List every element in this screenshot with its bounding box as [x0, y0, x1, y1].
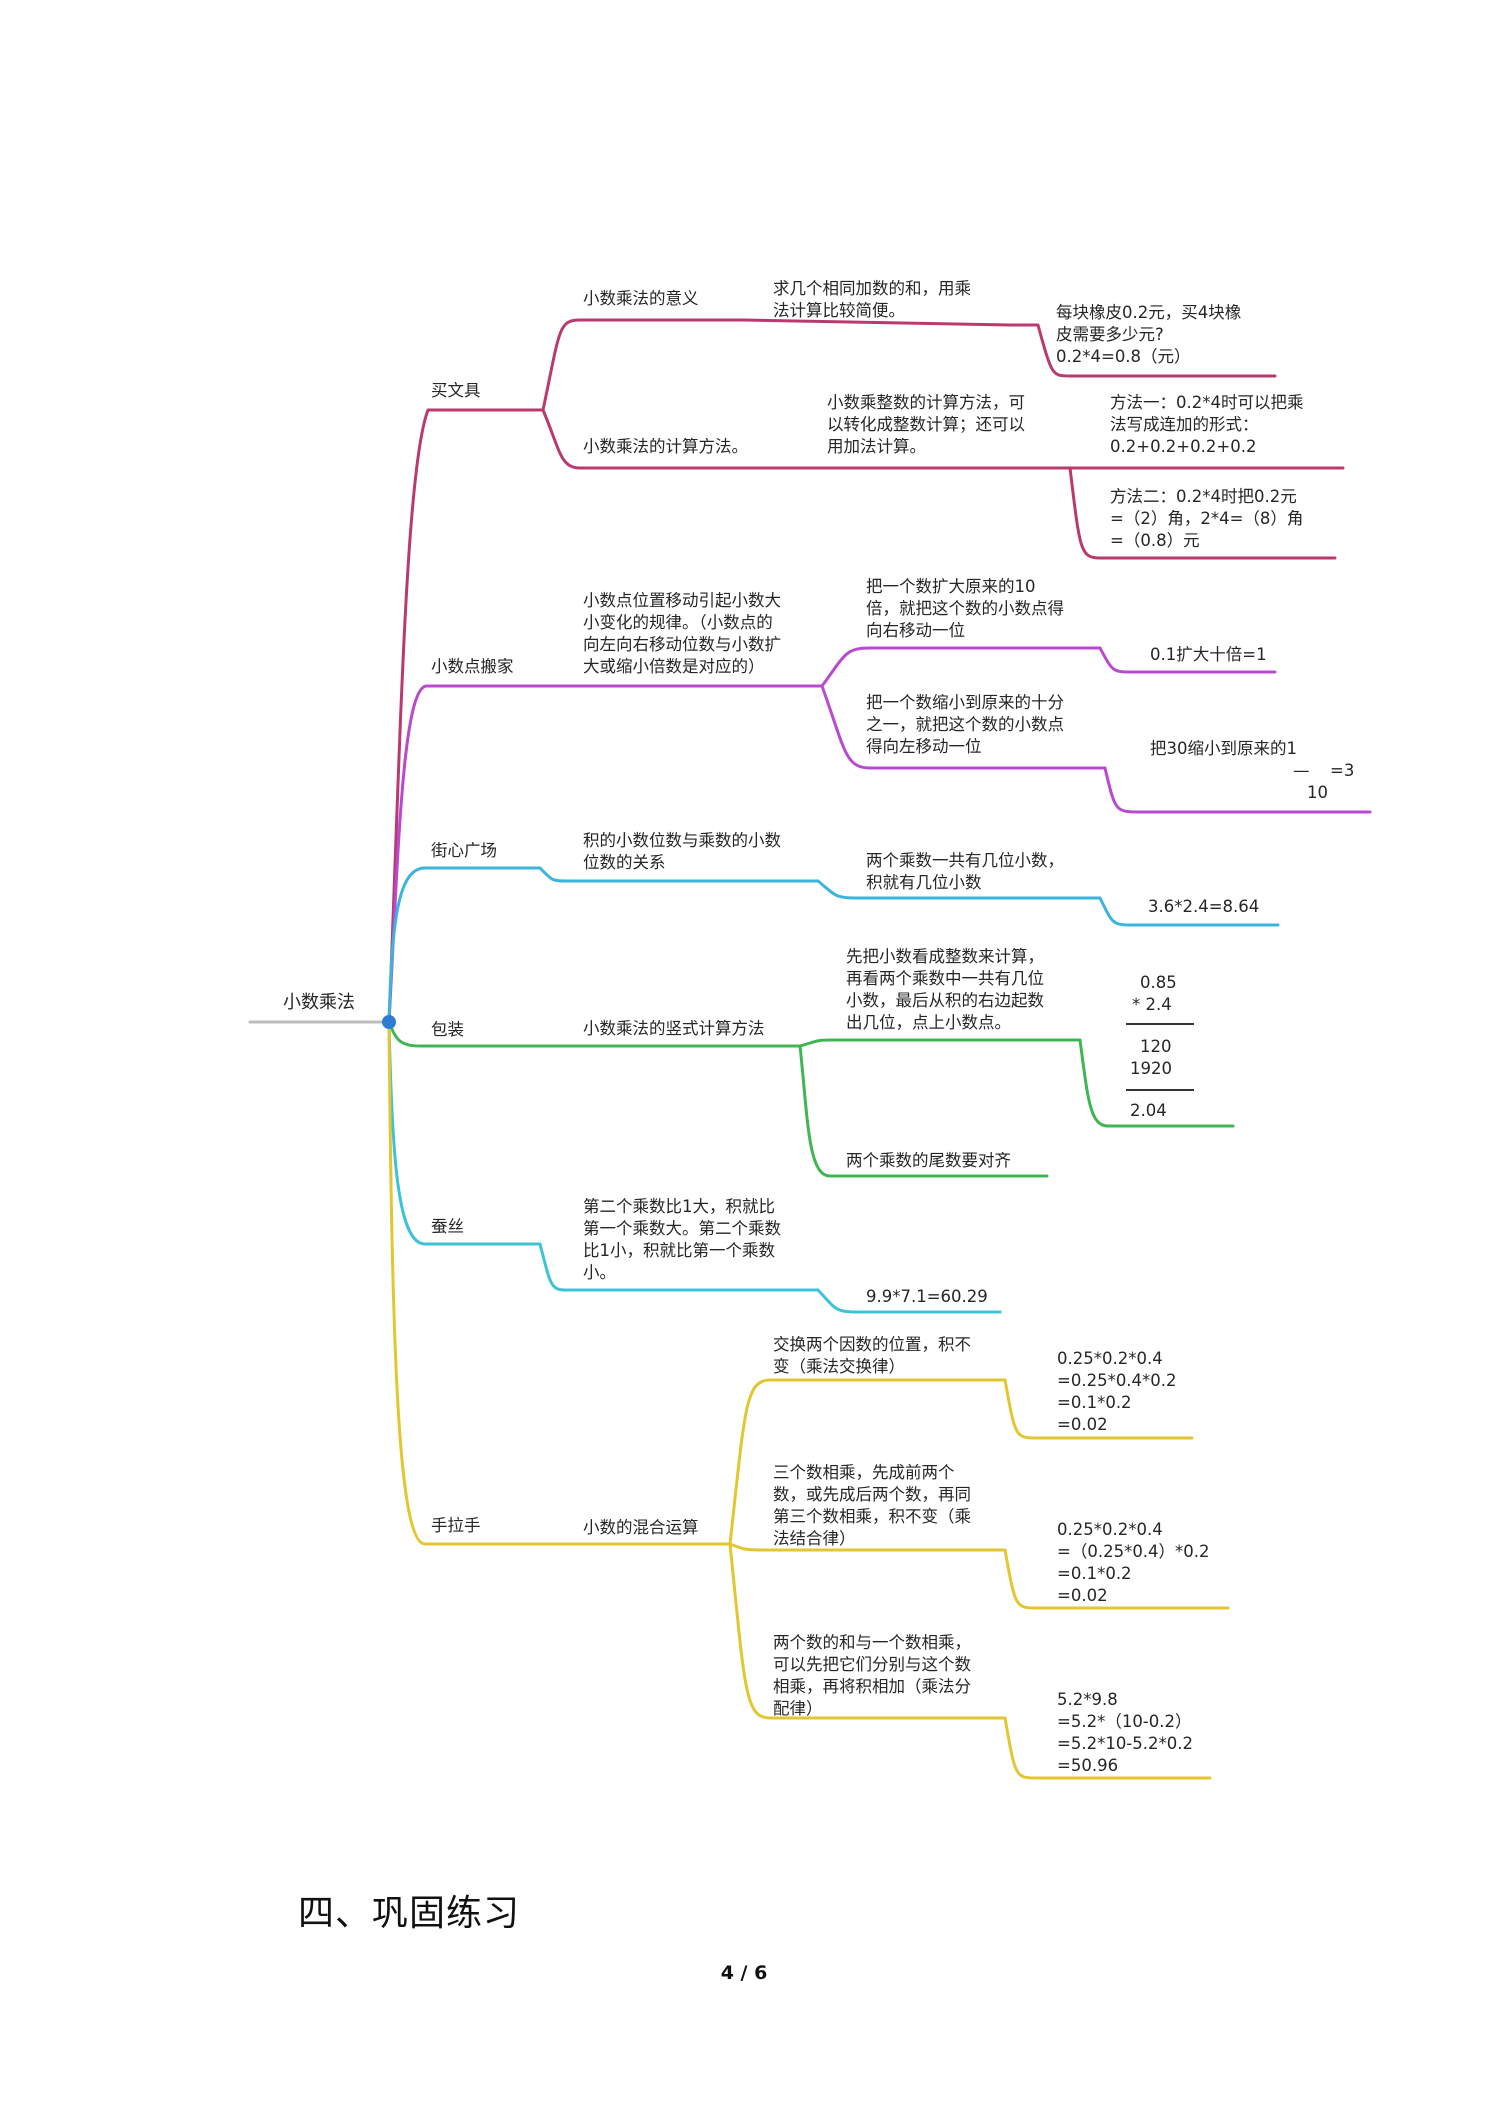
root-label: 小数乘法 [283, 992, 355, 1013]
b6-e3: 5.2*9.8 =5.2*（10-0.2） =5.2*10-5.2*0.2 =5… [1057, 1690, 1198, 1775]
page-number: 4 / 6 [720, 1962, 768, 1984]
b2-e1: 0.1扩大十倍=1 [1150, 645, 1267, 664]
b1-c2-label: 小数乘法的计算方法。 [583, 437, 748, 456]
b6-e1: 0.25*0.2*0.4 =0.25*0.4*0.2 =0.1*0.2 =0.0… [1057, 1349, 1182, 1434]
b1-c1-e1: 每块橡皮0.2元，买4块橡 皮需要多少元? 0.2*4=0.8（元） [1056, 303, 1247, 366]
b2-e2-denominator: 10 [1307, 783, 1328, 802]
b4-c1: 小数乘法的竖式计算方法 [583, 1019, 765, 1038]
b4-d2: 两个乘数的尾数要对齐 [846, 1151, 1011, 1170]
b1-c2-e2: 方法二：0.2*4时把0.2元 =（2）角，2*4=（8）角 =（0.8）元 [1110, 487, 1309, 550]
b4-e1-top: 0.85 [1140, 973, 1177, 992]
b2-e2-fraction-bar: — [1293, 761, 1310, 780]
b2-d1: 把一个数扩大原来的10 倍，就把这个数的小数点得 向右移动一位 [866, 577, 1069, 640]
b1-c1-label: 小数乘法的意义 [583, 289, 699, 308]
branch-2-label: 小数点搬家 [431, 657, 514, 676]
b2-e2-equals: =3 [1330, 761, 1354, 780]
branch-3-lines [387, 866, 1280, 1024]
b6-d1: 交换两个因数的位置，积不 变（乘法交换律） [773, 1335, 976, 1376]
branch-5-label: 蚕丝 [431, 1217, 464, 1236]
b1-c1-d1: 求几个相同加数的和，用乘 法计算比较简便。 [773, 279, 976, 320]
branch-1-lines [387, 318, 1345, 1024]
branch-1-label: 买文具 [431, 381, 481, 400]
b1-c2-d1: 小数乘整数的计算方法，可 以转化成整数计算；还可以 用加法计算。 [827, 393, 1030, 456]
b4-e1-p1: 120 [1140, 1037, 1172, 1056]
b1-c2-e1: 方法一：0.2*4时可以把乘 法写成连加的形式： 0.2+0.2+0.2+0.2 [1110, 393, 1309, 456]
b2-c1: 小数点位置移动引起小数大 小变化的规律。（小数点的 向左向右移动位数与小数扩 大… [583, 591, 786, 676]
branch-3-label: 街心广场 [431, 841, 497, 860]
b5-d1: 9.9*7.1=60.29 [866, 1287, 988, 1306]
b4-e1-result: 2.04 [1130, 1101, 1167, 1120]
b6-c1: 小数的混合运算 [583, 1518, 699, 1537]
root-junction-dot [382, 1015, 396, 1029]
branch-4-label: 包装 [431, 1020, 464, 1039]
b4-d1: 先把小数看成整数来计算， 再看两个乘数中一共有几位 小数，最后从积的右边起数 出… [846, 947, 1049, 1032]
section-title: 四、巩固练习 [298, 1893, 521, 1934]
branch-6-lines [387, 1020, 1230, 1780]
branch-4-lines [387, 1020, 1235, 1178]
b6-d2: 三个数相乘，先成前两个 数，或先成后两个数，再同 第三个数相乘，积不变（乘 法结… [773, 1463, 976, 1548]
branch-6-label: 手拉手 [431, 1516, 481, 1535]
b4-e1-p2: 1920 [1130, 1059, 1172, 1078]
b6-e2: 0.25*0.2*0.4 =（0.25*0.4）*0.2 =0.1*0.2 =0… [1057, 1520, 1215, 1605]
b3-e1: 3.6*2.4=8.64 [1148, 897, 1259, 916]
b5-c1: 第二个乘数比1大，积就比 第一个乘数大。第二个乘数 比1小，积就比第一个乘数 小… [583, 1197, 786, 1282]
b3-c1: 积的小数位数与乘数的小数 位数的关系 [583, 831, 786, 872]
b2-e2-line1: 把30缩小到原来的1 [1150, 739, 1297, 758]
b6-d3: 两个数的和与一个数相乘， 可以先把它们分别与这个数 相乘，再将积相加（乘法分 配… [773, 1633, 976, 1718]
b4-e1-mult: * 2.4 [1132, 995, 1172, 1014]
b3-d1: 两个乘数一共有几位小数， 积就有几位小数 [866, 851, 1069, 892]
branch-2-lines [387, 646, 1372, 1024]
b2-d2: 把一个数缩小到原来的十分 之一，就把这个数的小数点 得向左移动一位 [866, 693, 1069, 756]
vertical-multiplication-rules [1126, 1023, 1194, 1091]
